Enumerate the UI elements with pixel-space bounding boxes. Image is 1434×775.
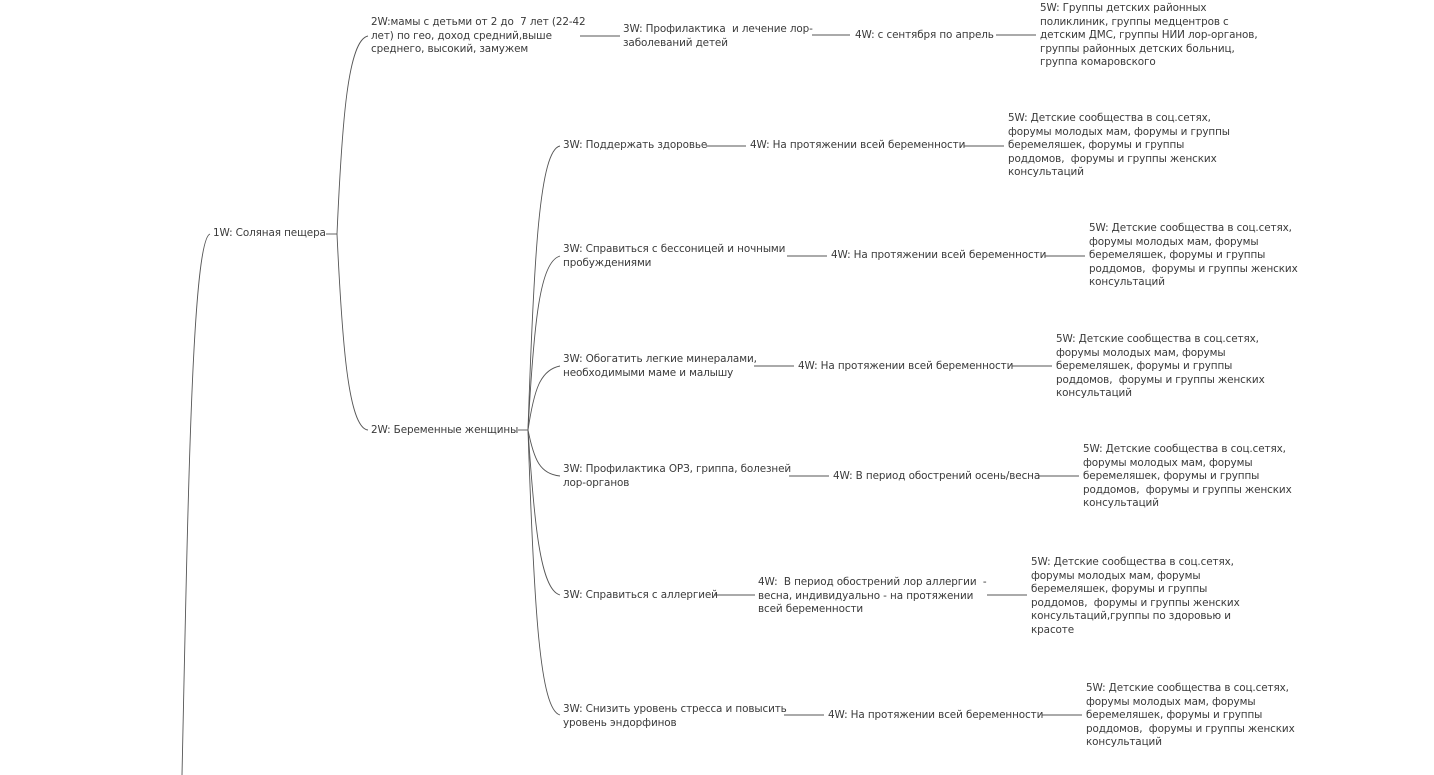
node-5w-allergy[interactable]: 5W: Детские сообщества в соц.сетях, фору… [1031, 556, 1240, 636]
connector-2wb-b4 [527, 429, 561, 477]
node-3w-minerals[interactable]: 3W: Обогатить легкие минералами, необход… [563, 353, 757, 379]
connector-2wb-b6 [527, 429, 561, 716]
node-3w-flu[interactable]: 3W: Профилактика ОРЗ, гриппа, болезней л… [563, 463, 792, 489]
node-5w-mothers[interactable]: 5W: Группы детских районных поликлиник, … [1040, 2, 1258, 68]
trunk-connector [181, 233, 211, 775]
node-5w-health[interactable]: 5W: Детские сообщества в соц.сетях, фору… [1008, 112, 1230, 178]
node-4w-health[interactable]: 4W: На протяжении всей беременности [750, 139, 966, 151]
connector-2wb-b1 [527, 145, 561, 431]
connector-root-2wa [336, 35, 369, 235]
connector-2wb-b5 [527, 429, 561, 596]
connector-2wb-b2 [527, 255, 561, 431]
node-4w-allergy[interactable]: 4W: В период обострений лор аллергии - в… [758, 576, 987, 615]
node-4w-minerals[interactable]: 4W: На протяжении всей беременности [798, 360, 1014, 372]
node-5w-flu[interactable]: 5W: Детские сообщества в соц.сетях, фору… [1083, 443, 1292, 509]
node-3w-allergy[interactable]: 3W: Справиться с аллергией [563, 589, 718, 601]
node-4w-mothers[interactable]: 4W: с сентября по апрель [855, 29, 994, 41]
node-4w-flu[interactable]: 4W: В период обострений осень/весна [833, 470, 1041, 482]
node-3w-insomnia[interactable]: 3W: Справиться с бессоницей и ночными пр… [563, 243, 786, 269]
node-2w-mothers[interactable]: 2W:мамы с детьми от 2 до 7 лет (22-42 ле… [371, 16, 586, 55]
node-5w-stress[interactable]: 5W: Детские сообщества в соц.сетях, фору… [1086, 682, 1295, 748]
node-5w-minerals[interactable]: 5W: Детские сообщества в соц.сетях, фору… [1056, 333, 1265, 399]
connector-2wb-b3 [527, 365, 561, 431]
node-2w-pregnant[interactable]: 2W: Беременные женщины [371, 424, 519, 436]
node-1w-root[interactable]: 1W: Соляная пещера [213, 227, 326, 239]
node-3w-stress[interactable]: 3W: Снизить уровень стресса и повысить у… [563, 703, 787, 729]
node-4w-stress[interactable]: 4W: На протяжении всей беременности [828, 709, 1044, 721]
node-3w-health[interactable]: 3W: Поддержать здоровье [563, 139, 708, 151]
node-5w-insomnia[interactable]: 5W: Детские сообщества в соц.сетях, фору… [1089, 222, 1298, 288]
node-4w-insomnia[interactable]: 4W: На протяжении всей беременности [831, 249, 1047, 261]
connector-root-2wb [336, 233, 369, 431]
node-3w-mothers[interactable]: 3W: Профилактика и лечение лор- заболева… [623, 23, 813, 49]
